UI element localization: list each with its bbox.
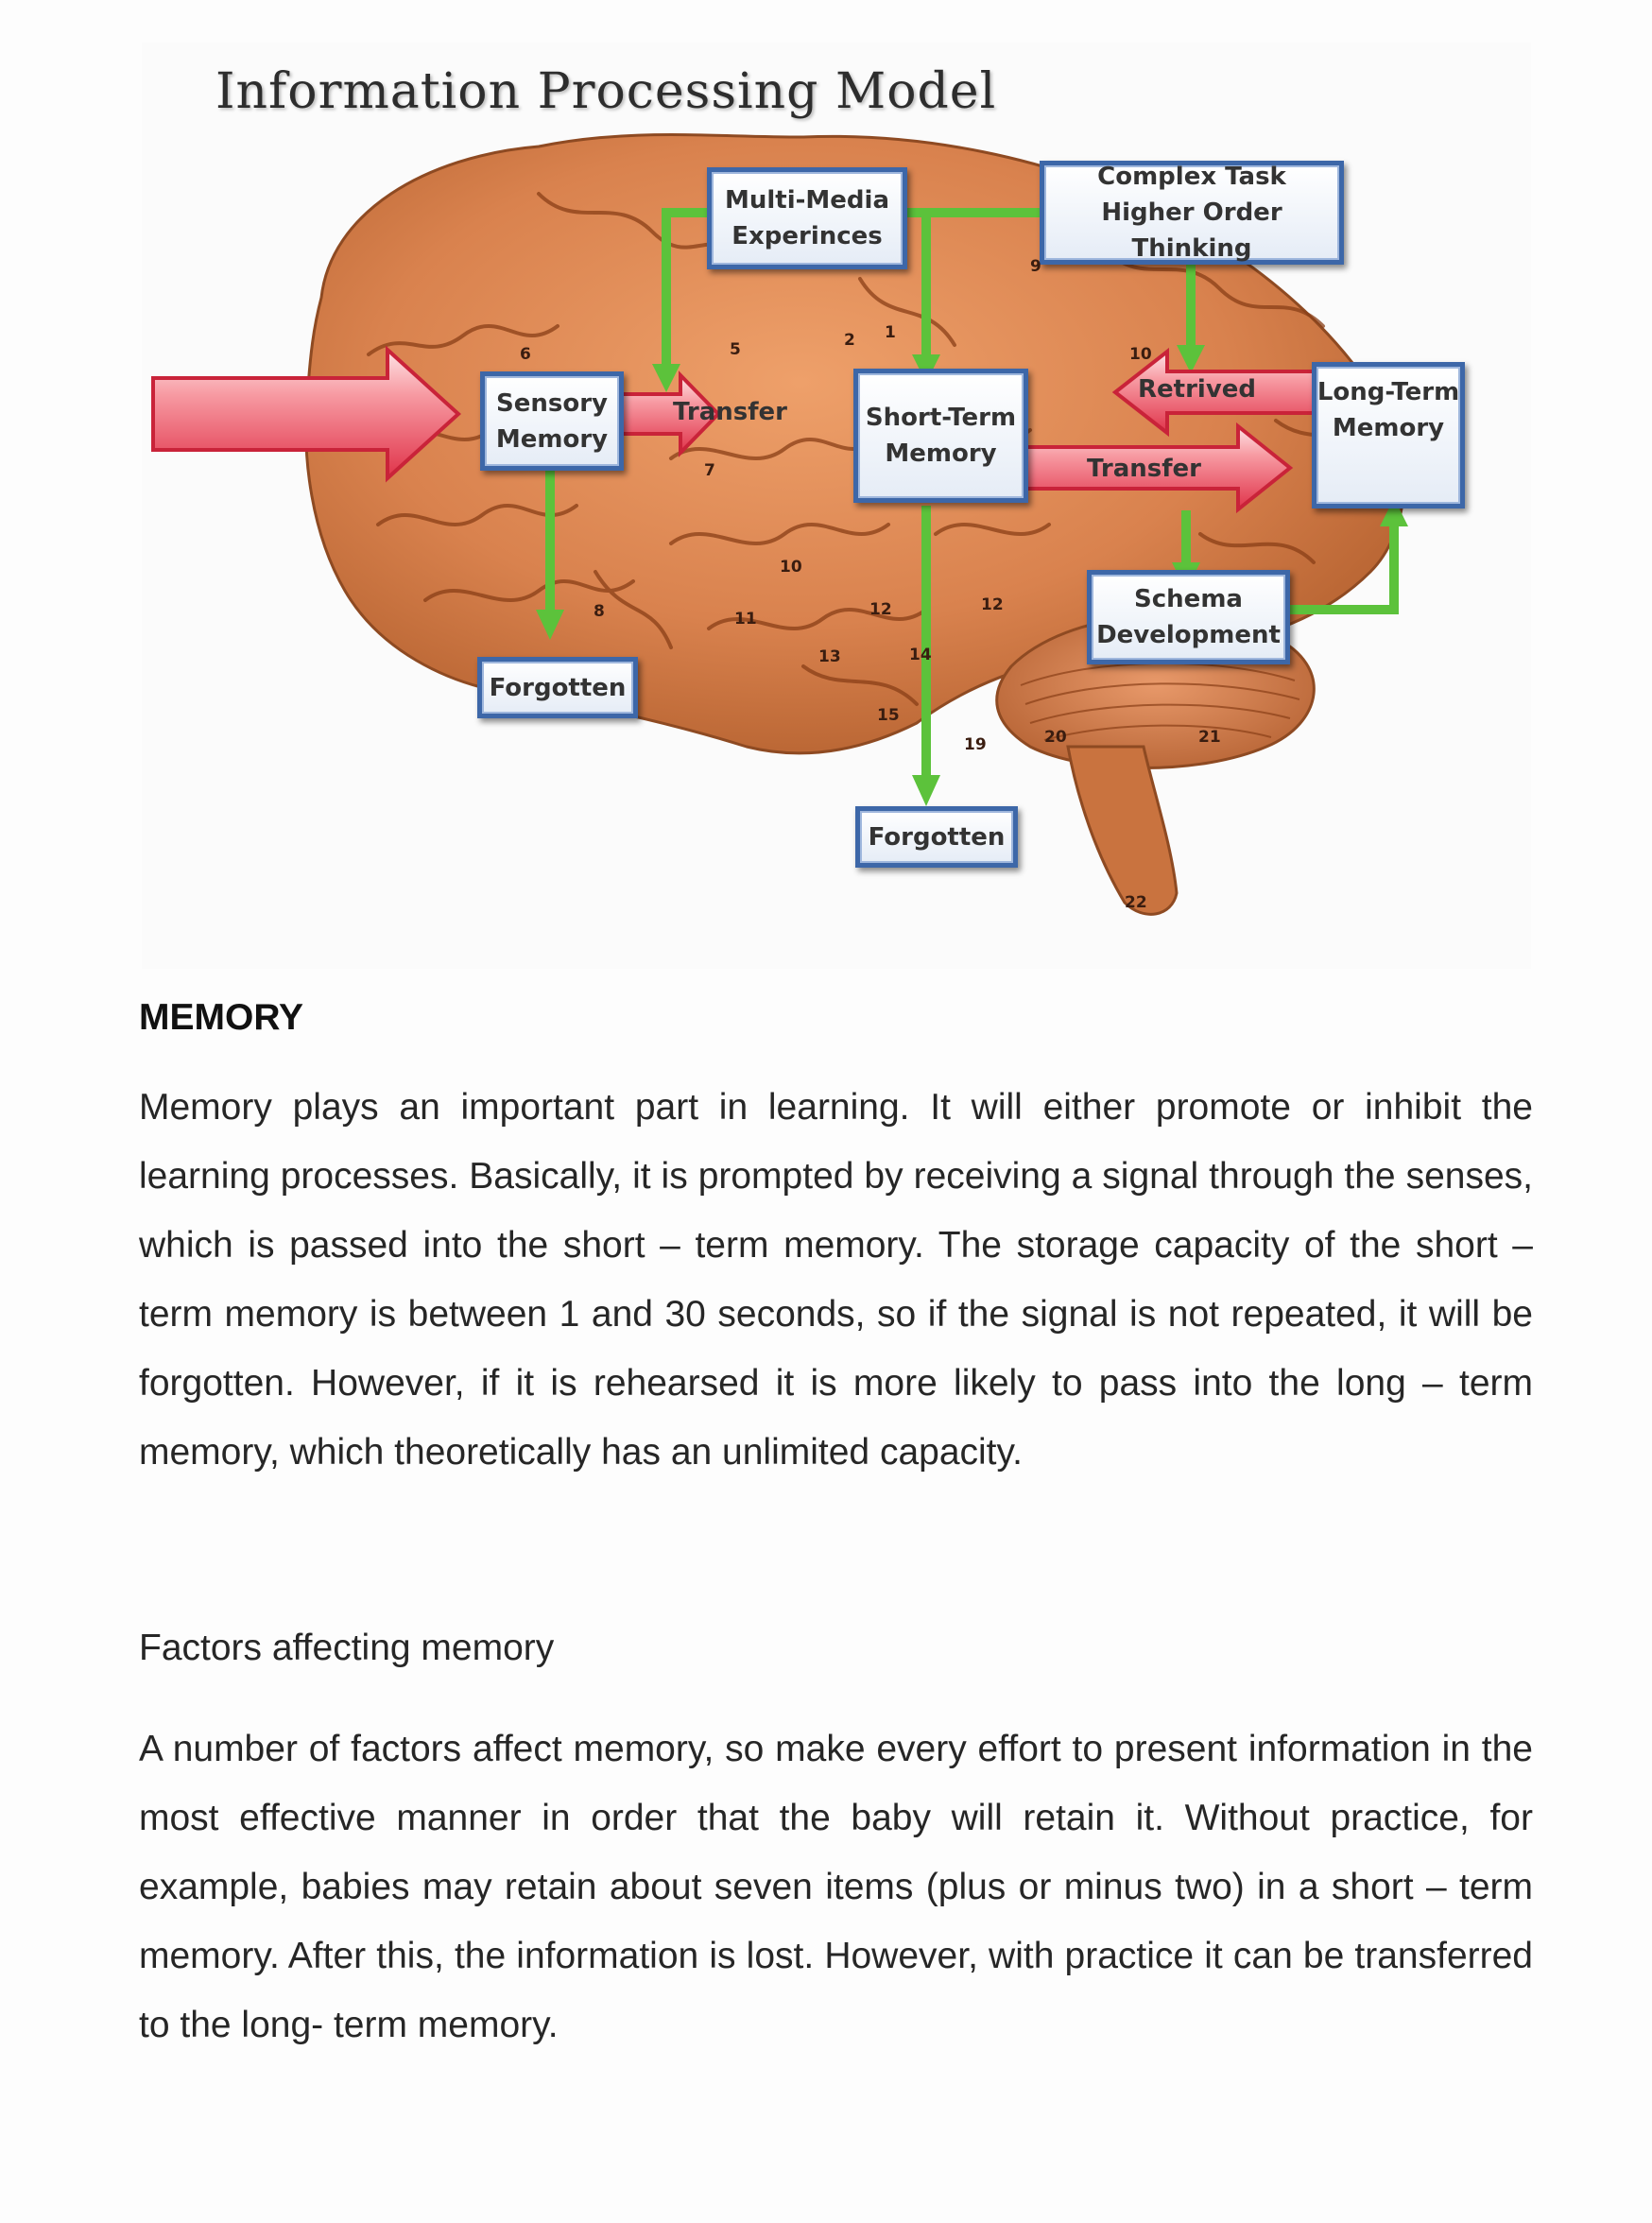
long-term-memory-box: Long-Term Memory [1312, 362, 1465, 508]
region-number: 12 [869, 600, 892, 619]
forgotten-1-label: Forgotten [489, 673, 627, 702]
input-arrow [151, 345, 461, 483]
sensory-line-1: Sensory [496, 388, 608, 418]
region-number: 12 [981, 595, 1004, 614]
green-arrows [545, 208, 1399, 780]
long-term-line-2: Memory [1332, 414, 1445, 442]
transfer-label-1: Transfer [673, 398, 787, 426]
region-number: 1 [885, 323, 896, 342]
complex-line-1: Complex Task [1097, 163, 1286, 191]
region-number: 15 [877, 706, 900, 725]
multimedia-line-2: Experinces [731, 222, 883, 250]
retrived-label: Retrived [1138, 375, 1257, 404]
region-number: 2 [844, 331, 855, 350]
complex-task-box: Complex Task Higher Order Thinking [1040, 161, 1344, 265]
region-number: 22 [1125, 893, 1147, 912]
region-number: 9 [1030, 257, 1041, 276]
schema-to-longterm-arrow [1290, 525, 1399, 614]
region-number: 20 [1044, 728, 1067, 747]
short-term-line-2: Memory [885, 439, 997, 468]
information-processing-figure: Information Processing Model Multi-Media… [142, 43, 1531, 969]
multimedia-box: Multi-Media Experinces [707, 167, 907, 269]
forgotten-box-1: Forgotten [477, 657, 638, 718]
forgotten-2-label: Forgotten [868, 822, 1006, 852]
multimedia-line-1: Multi-Media [724, 186, 889, 215]
region-number: 14 [909, 646, 932, 664]
region-number: 6 [520, 345, 531, 364]
transfer-arrow-2 [1019, 422, 1294, 514]
multimedia-to-transfer-arrow [662, 208, 709, 369]
schema-line-1: Schema [1134, 585, 1243, 613]
factors-paragraph: A number of factors affect memory, so ma… [139, 1729, 1533, 2045]
factors-heading: Factors affecting memory [139, 1628, 555, 1668]
complex-line-2: Higher Order Thinking [1101, 198, 1282, 263]
long-term-line-1: Long-Term [1316, 378, 1460, 406]
region-number: 13 [818, 647, 841, 666]
memory-heading: MEMORY [139, 997, 304, 1038]
schema-development-box: Schema Development [1087, 570, 1290, 664]
region-number: 8 [594, 602, 605, 621]
region-number: 21 [1198, 728, 1221, 747]
transfer-label-2: Transfer [1087, 455, 1201, 483]
region-number: 19 [964, 735, 987, 754]
short-term-line-1: Short-Term [865, 404, 1017, 432]
region-number: 7 [704, 461, 715, 480]
schema-line-2: Development [1096, 621, 1281, 649]
forgotten-box-2: Forgotten [855, 806, 1018, 868]
sensory-memory-box: Sensory Memory [480, 371, 624, 471]
region-number: 11 [734, 610, 757, 629]
memory-paragraph: Memory plays an important part in learni… [139, 1087, 1533, 1473]
region-number: 10 [1129, 345, 1152, 364]
region-number: 5 [730, 340, 741, 359]
region-number: 10 [780, 558, 802, 577]
brainstem-shape [1066, 745, 1179, 916]
short-term-memory-box: Short-Term Memory [853, 369, 1028, 503]
figure-title: Information Processing Model [215, 63, 997, 120]
sensory-line-2: Memory [495, 424, 609, 454]
